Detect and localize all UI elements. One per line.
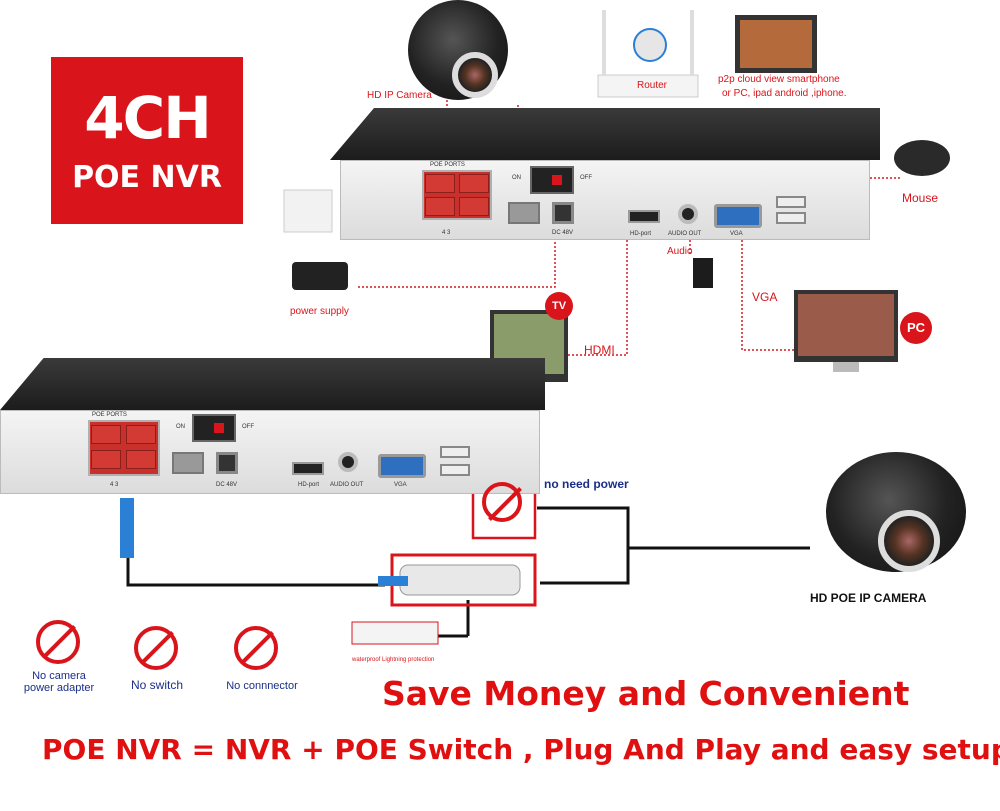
bottom-nvr-device: POE PORTS 4 3 ON OFF DC 48V HD-port AUDI… xyxy=(0,358,550,498)
no-connector-label: No connnector xyxy=(226,680,298,692)
top-vga-port-icon xyxy=(714,204,762,228)
poe-port-icon xyxy=(425,197,455,216)
bottom-poe-ports-label: POE PORTS xyxy=(92,412,127,418)
hd-poe-ip-camera-label: HD POE IP CAMERA xyxy=(810,591,927,605)
bottom-usb-port-icon xyxy=(440,446,470,458)
poe-port-icon xyxy=(459,197,489,216)
poe-port-icon xyxy=(425,174,455,193)
top-audio-port-icon xyxy=(678,204,698,224)
bottom-on-label: ON xyxy=(176,424,185,430)
top-hdmi-port-icon xyxy=(628,210,660,223)
bottom-vga-port-label: VGA xyxy=(394,482,407,488)
no-need-power-label: no need power xyxy=(544,477,629,491)
top-poe-ports-label: POE PORTS xyxy=(430,162,465,168)
hd-ip-camera-label: HD IP Camera xyxy=(367,90,432,101)
pc-label: PC xyxy=(906,320,926,335)
top-port-numbers: 4 3 xyxy=(442,230,451,236)
bottom-lan-port-icon xyxy=(172,452,204,474)
bottom-dc48v-label: DC 48V xyxy=(216,482,238,488)
top-audio-out-label: AUDIO OUT xyxy=(668,231,702,237)
top-power-switch-icon xyxy=(530,166,574,194)
poe-camera-lens-icon xyxy=(878,510,940,572)
4ch-poe-nvr-badge: 4CH POE NVR xyxy=(51,57,243,224)
p2p-cloud-label: p2p cloud view smartphone xyxy=(718,74,840,85)
top-lan-port-icon xyxy=(508,202,540,224)
bottom-poe-ports xyxy=(88,420,160,476)
bottom-port-numbers: 4 3 xyxy=(110,482,119,488)
no-power-plug-icon xyxy=(482,482,522,522)
bottom-audio-port-icon xyxy=(338,452,358,472)
top-on-label: ON xyxy=(512,175,521,181)
power-supply-label: power supply xyxy=(290,306,349,317)
top-vga-port-label: VGA xyxy=(730,231,743,237)
top-camera-lens-icon xyxy=(452,52,498,98)
badge-subtitle: POE NVR xyxy=(72,160,222,195)
slogan-poe-nvr: POE NVR = NVR + POE Switch , Plug And Pl… xyxy=(42,733,1000,766)
top-nvr-cover xyxy=(330,108,880,160)
bottom-nvr-cover xyxy=(0,358,545,410)
top-usb-port-icon xyxy=(776,196,806,208)
top-nvr-device: POE PORTS 4 3 ON OFF DC 48V HD-port AUDI… xyxy=(330,108,880,248)
p2p-cloud-label-2: or PC, ipad android ,iphone. xyxy=(722,88,847,99)
slogan-save-money: Save Money and Convenient xyxy=(382,674,910,713)
mouse-label: Mouse xyxy=(902,191,939,205)
audio-label: Audio xyxy=(667,246,693,257)
vga-label: VGA xyxy=(752,290,778,304)
no-switch-label: No switch xyxy=(130,678,183,692)
poe-port-icon xyxy=(459,174,489,193)
bottom-off-label: OFF xyxy=(242,424,254,430)
top-hd-port-label: HD-port xyxy=(630,231,652,237)
top-dc-power-icon xyxy=(552,202,574,224)
top-dc48v-label: DC 48V xyxy=(552,230,574,236)
no-connector-icon xyxy=(234,626,278,670)
waterproof-label: waterproof Lightning protection xyxy=(352,657,435,663)
top-off-label: OFF xyxy=(580,175,592,181)
bottom-usb-port-icon xyxy=(440,464,470,476)
router-label: Router xyxy=(637,80,668,91)
poe-port-icon xyxy=(91,425,121,444)
tv-label: TV xyxy=(551,300,567,312)
no-camera-power-adapter-icon xyxy=(36,620,80,664)
bottom-audio-out-label: AUDIO OUT xyxy=(330,482,364,488)
tv-badge: TV xyxy=(545,292,573,320)
no-camera-power-adapter-label: No camera power adapter xyxy=(23,670,95,694)
top-usb-port-icon xyxy=(776,212,806,224)
poe-port-icon xyxy=(126,450,156,469)
badge-title: 4CH xyxy=(84,84,211,152)
bottom-vga-port-icon xyxy=(378,454,426,478)
top-poe-ports xyxy=(422,170,492,220)
poe-port-icon xyxy=(91,450,121,469)
bottom-dc-power-icon xyxy=(216,452,238,474)
bottom-power-switch-icon xyxy=(192,414,236,442)
bottom-hdmi-port-icon xyxy=(292,462,324,475)
pc-badge: PC xyxy=(900,312,932,344)
no-switch-icon xyxy=(134,626,178,670)
poe-port-icon xyxy=(126,425,156,444)
hdmi-label: HDMI xyxy=(584,343,615,357)
bottom-hd-port-label: HD-port xyxy=(298,482,320,488)
